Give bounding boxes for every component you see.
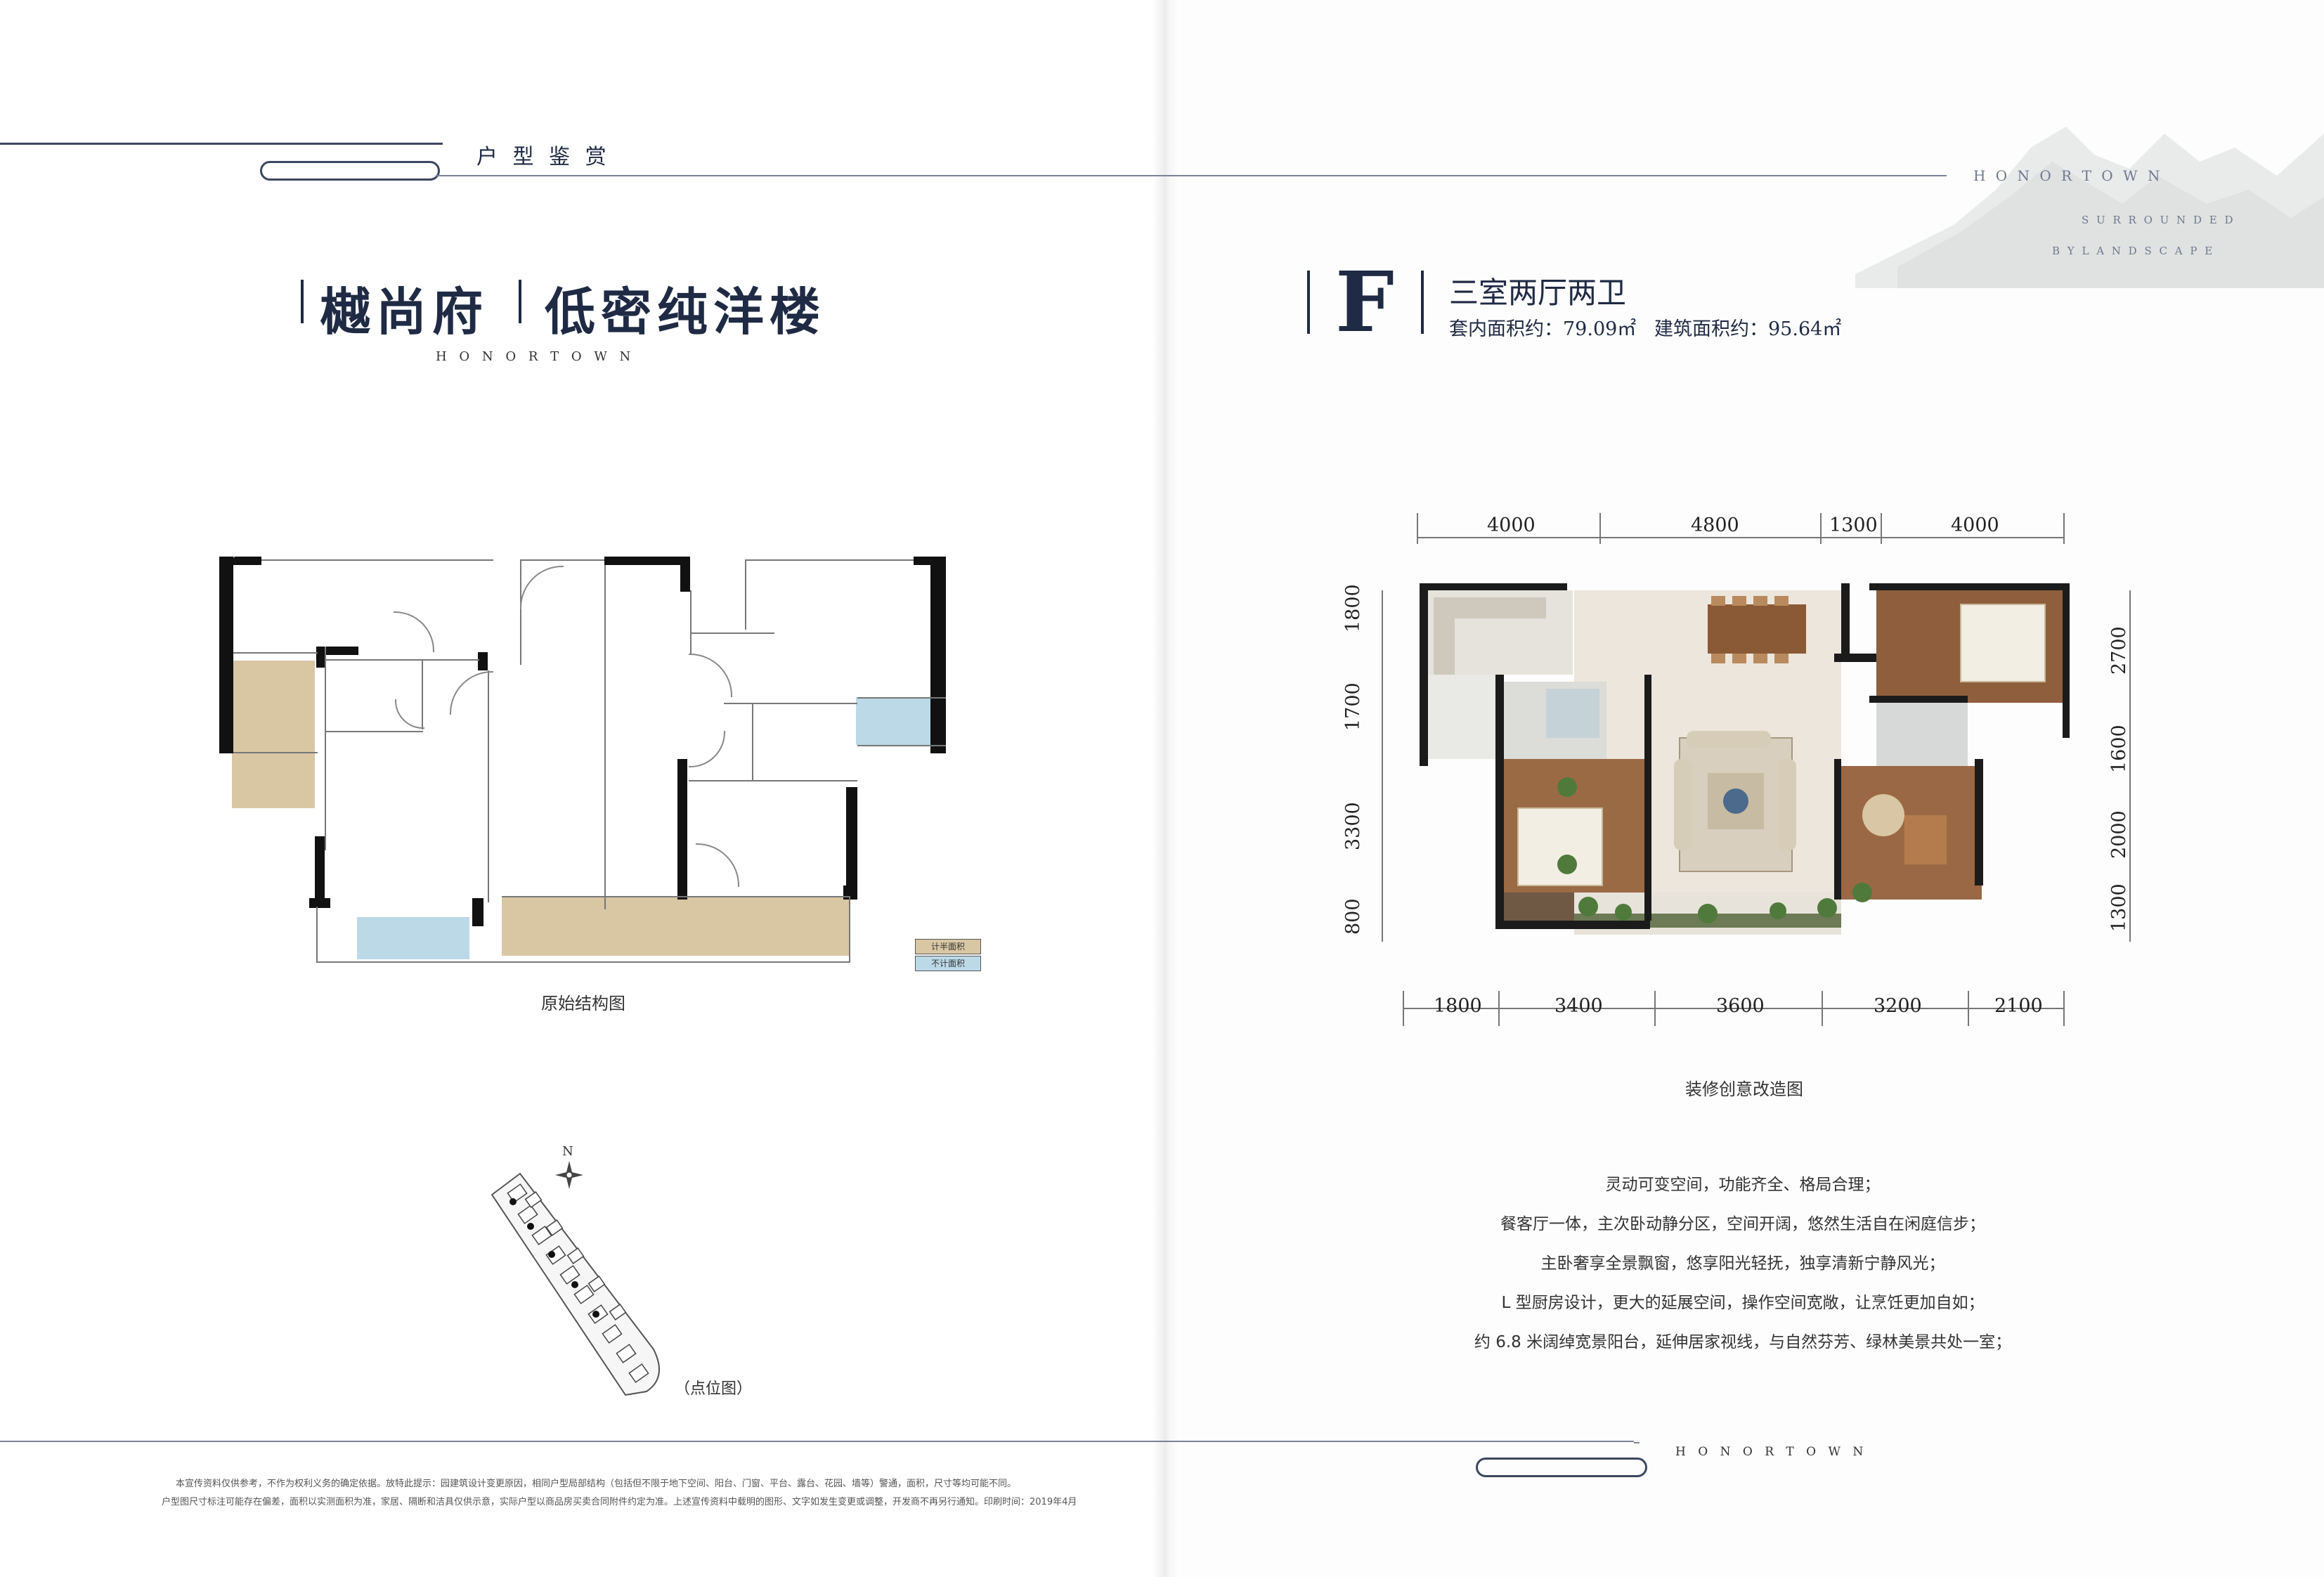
excluded-fill-bottom (357, 917, 469, 959)
legend-half-area: 计半面积 (915, 939, 981, 954)
half-area-fill-bottom (502, 896, 849, 956)
header-rule-top (0, 143, 443, 145)
legend-excluded-area: 不计面积 (915, 956, 981, 971)
unit-inner-area: 套内面积约：79.09㎡ (1449, 318, 1637, 340)
tagline-2: S U R R O U N D E D (2082, 214, 2235, 226)
slogan: 低密纯洋楼 (545, 282, 826, 342)
disclaimer-1: 本宣传资料仅供参考，不作为权利义务的确定依据。放特此提示：园建筑设计变更原因，相… (176, 1479, 1017, 1489)
left-dim-4: 800 (1342, 898, 1364, 935)
right-dim-2: 1600 (2108, 725, 2130, 773)
unit-bar-right (1421, 271, 1424, 334)
footer-rule-short (1634, 1442, 1640, 1443)
tagline-1: H O N O R T O W N (1973, 167, 2163, 184)
footer-english: H O N O R T O W N (1675, 1445, 1868, 1459)
brand-english: H O N O R T O W N (436, 349, 635, 364)
feature-2: 餐客厅一体，主次卧动静分区，空间开阔，悠然生活自在闲庭信步； (1500, 1215, 1985, 1233)
title-bar-left (301, 280, 304, 323)
feature-5: 约 6.8 米阔绰宽景阳台，延伸居家视线，与自然芬芳、绿林美景共处一室； (1474, 1333, 2012, 1351)
page-fold (1153, 0, 1181, 1577)
bottom-dim-2: 3400 (1554, 995, 1603, 1017)
feature-3: 主卧奢享全景飘窗，悠享阳光轻抚，独享清新宁静风光； (1540, 1254, 1945, 1273)
unit-letter: F (1335, 253, 1394, 351)
project-name: 樾尚府 (320, 282, 489, 342)
bottom-dim-4: 3200 (1874, 995, 1922, 1017)
unit-building-area: 建筑面积约：95.64㎡ (1654, 318, 1842, 340)
top-dim-3: 1300 (1829, 514, 1878, 536)
compass-icon (555, 1161, 583, 1189)
left-dim-1: 1800 (1342, 584, 1364, 632)
top-dim-4: 4000 (1951, 514, 1999, 536)
bottom-dim-1: 1800 (1434, 995, 1482, 1017)
excluded-fill-right (856, 697, 944, 745)
compass-north: N (562, 1144, 573, 1159)
unit-layout: 三室两厅两卫 (1449, 275, 1627, 310)
left-plan-caption: 原始结构图 (541, 994, 625, 1013)
header-pill (260, 161, 440, 181)
title-bar-mid (519, 280, 521, 323)
tagline-3: B Y L A N D S C A P E (2052, 245, 2215, 257)
header-rule-long (436, 175, 1947, 176)
left-dim-2: 1700 (1342, 682, 1364, 731)
right-dim-3: 2000 (2108, 810, 2130, 859)
footer-pill (1476, 1458, 1647, 1477)
mountain-artwork (1855, 105, 2324, 288)
section-label: 户 型 鉴 赏 (476, 145, 611, 169)
right-dim-4: 1300 (2108, 883, 2130, 932)
bottom-dim-5: 2100 (1994, 995, 2043, 1017)
left-dim-3: 3300 (1342, 802, 1364, 850)
top-dim-1: 4000 (1487, 514, 1536, 536)
half-area-fill-left (232, 661, 315, 808)
unit-bar-left (1307, 271, 1310, 334)
renovated-floor-plan (1413, 583, 2073, 956)
feature-4: L 型厨房设计，更大的延展空间，操作空间宽敞，让烹饪更加自如； (1501, 1294, 1985, 1312)
top-dim-2: 4800 (1691, 514, 1739, 536)
original-floor-plan (211, 548, 984, 984)
bottom-dim-3: 3600 (1716, 995, 1765, 1017)
site-plan-map (478, 1167, 689, 1398)
footer-rule-long (0, 1441, 1634, 1442)
disclaimer-2: 户型图尺寸标注可能存在偏差，面积以实测面积为准，家居、隔断和洁具仅供示意，实际户… (162, 1497, 1077, 1507)
right-plan-caption: 装修创意改造图 (1685, 1079, 1803, 1099)
feature-1: 灵动可变空间，功能齐全、格局合理； (1605, 1176, 1881, 1194)
right-dim-1: 2700 (2108, 626, 2130, 675)
site-plan-caption: （点位图） (675, 1380, 753, 1398)
